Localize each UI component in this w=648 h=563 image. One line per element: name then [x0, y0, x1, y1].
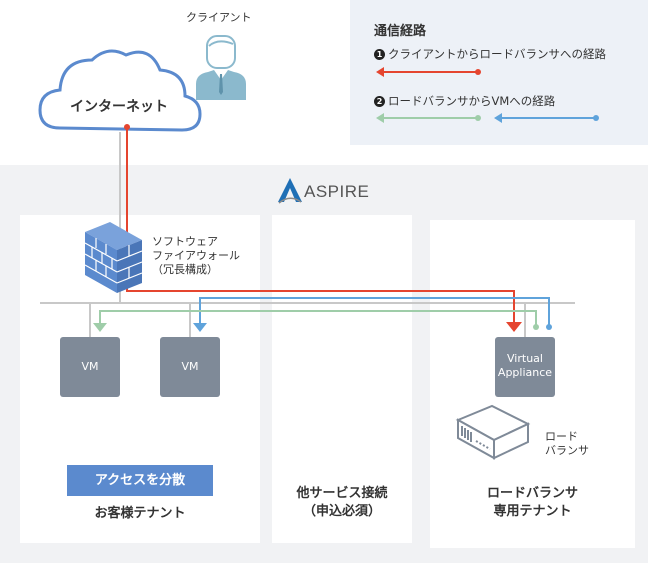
blue-route-origin-dot — [546, 324, 552, 330]
other-service-panel — [272, 215, 412, 543]
client-to-lb-route — [126, 127, 515, 325]
firewall-label-line: ソフトウェア — [152, 235, 218, 248]
appliance-label-line: Virtual — [507, 352, 543, 365]
aspire-brand-name: ASPIRE — [304, 182, 370, 201]
client-person-icon — [196, 35, 246, 100]
green-arrowhead-icon — [93, 323, 107, 332]
green-route-origin-dot — [533, 324, 539, 330]
aspire-logo-icon — [278, 178, 302, 204]
blue-arrowhead-icon — [193, 323, 207, 332]
legend-title: 通信経路 — [374, 24, 427, 39]
lb-tenant-title-line: ロードバランサ — [486, 486, 578, 501]
firewall-brick-icon — [84, 222, 143, 293]
customer-tenant-title: お客様テナント — [94, 506, 186, 521]
legend-item-label: ロードバランサからVMへの経路 — [388, 94, 556, 108]
virtual-appliance-box[interactable]: Virtual Appliance — [495, 337, 555, 397]
number-2-icon: 2 — [374, 96, 385, 107]
internet-label: インターネット — [70, 99, 168, 115]
aspire-logo: ASPIRE — [276, 176, 376, 206]
other-service-line: 他サービス接続 — [296, 486, 388, 501]
lb-label-line: バランサ — [545, 444, 589, 457]
internet-cloud-icon — [38, 49, 202, 132]
legend-item-label: クライアントからロードバランサへの経路 — [388, 47, 607, 61]
distribute-access-badge: アクセスを分散 — [67, 465, 213, 496]
firewall-label-line: ファイアウォール — [152, 249, 240, 262]
vm-box-1[interactable]: VM — [60, 337, 120, 397]
number-1-icon: 1 — [374, 49, 385, 60]
other-service-title: 他サービス接続 （申込必須） — [272, 485, 412, 521]
load-balancer-device-icon — [455, 404, 531, 460]
red-arrowhead-icon — [506, 322, 522, 332]
lb-label-line: ロード — [545, 430, 578, 443]
client-label: クライアント — [186, 11, 252, 24]
lb-tenant-title: ロードバランサ 専用テナント — [430, 485, 635, 521]
firewall-label-line: （冗長構成） — [152, 263, 218, 276]
other-service-line: （申込必須） — [302, 504, 381, 519]
lb-to-vm1-route — [99, 310, 537, 326]
lb-tenant-title-line: 専用テナント — [493, 504, 572, 519]
vm-box-2[interactable]: VM — [160, 337, 220, 397]
load-balancer-label: ロード バランサ — [545, 430, 589, 458]
appliance-label-line: Appliance — [497, 366, 553, 379]
firewall-label: ソフトウェア ファイアウォール （冗長構成） — [152, 235, 240, 277]
